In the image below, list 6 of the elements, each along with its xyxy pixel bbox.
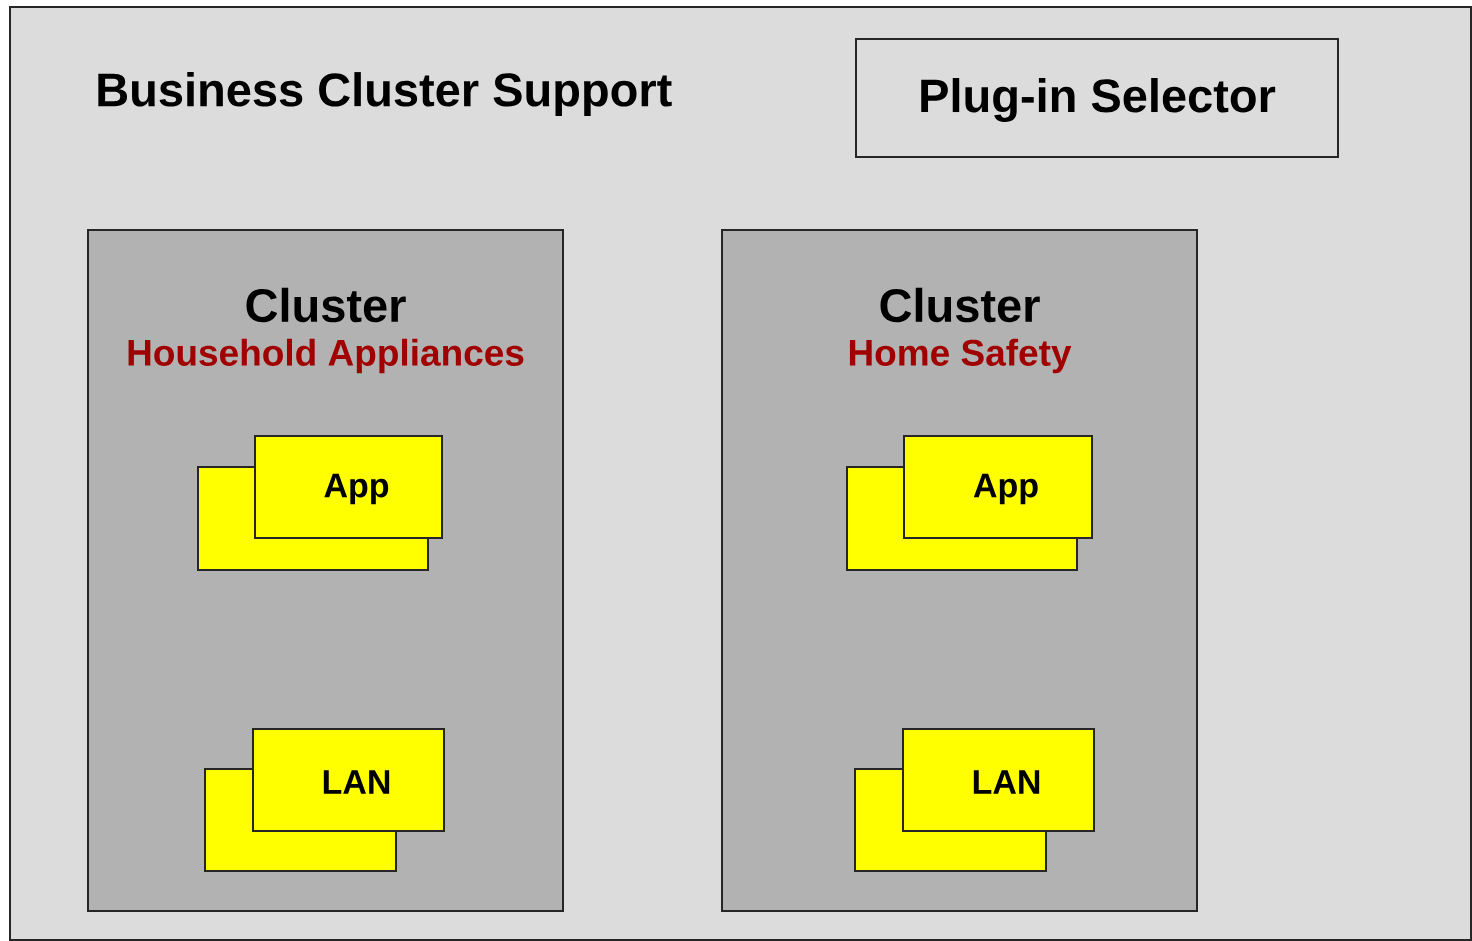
module-card: App [254, 435, 443, 539]
module-card: App [903, 435, 1093, 539]
module-card: LAN [902, 728, 1095, 832]
heading: Business Cluster Support [98, 72, 672, 116]
selector-box: Plug-in Selector [855, 38, 1339, 158]
module-card: LAN [252, 728, 445, 832]
